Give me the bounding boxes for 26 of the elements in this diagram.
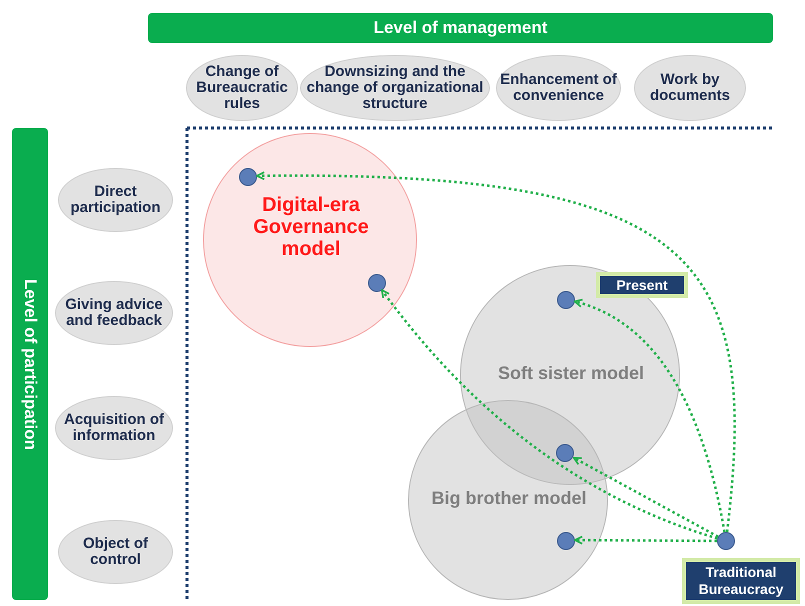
stage-tag: Traditional Bureaucracy: [682, 558, 800, 604]
marker-dot: [557, 532, 575, 550]
model-label: Big brother model: [430, 489, 588, 509]
marker-dot: [239, 168, 257, 186]
model-label: Digital-era Governance model: [252, 194, 370, 260]
category-ellipse: Work by documents: [634, 55, 746, 121]
dotted-arrow: [380, 289, 718, 540]
category-ellipse: Giving advice and feedback: [55, 281, 173, 345]
category-ellipse: Object of control: [58, 520, 173, 584]
dotted-arrow: [572, 456, 719, 538]
dotted-arrow: [574, 299, 726, 532]
dotted-arrow: [574, 536, 717, 545]
marker-dot: [557, 291, 575, 309]
axis-header-bar: Level of management: [148, 13, 773, 43]
model-label: Soft sister model: [496, 364, 646, 384]
stage-tag: Present: [596, 272, 688, 298]
axis-header-bar: Level of participation: [12, 128, 48, 600]
category-ellipse: Acquisition of information: [55, 396, 173, 460]
dotted-arrow: [256, 171, 736, 532]
marker-dot: [717, 532, 735, 550]
category-ellipse: Direct participation: [58, 168, 173, 232]
category-ellipse: Change of Bureaucratic rules: [186, 55, 298, 121]
marker-dot: [556, 444, 574, 462]
category-ellipse: Downsizing and the change of organizational structure: [300, 55, 490, 121]
marker-dot: [368, 274, 386, 292]
category-ellipse: Enhancement of convenience: [496, 55, 621, 121]
